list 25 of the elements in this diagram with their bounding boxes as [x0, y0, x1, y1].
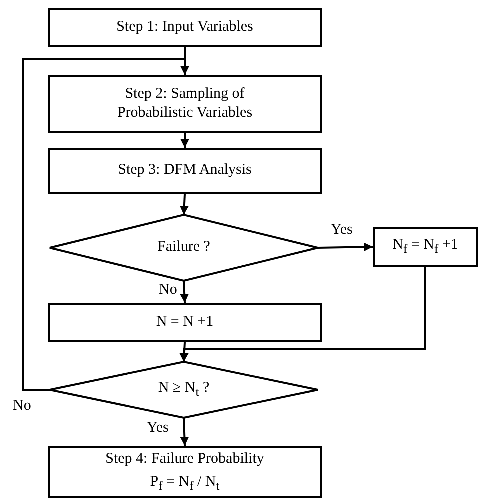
node-label: Step 1: Input Variables: [116, 18, 254, 37]
arrow: [180, 342, 189, 362]
arrow: [318, 242, 374, 252]
formula-text: P$_{f}$ = N$_{f}$ / N$_{t}$: [150, 473, 220, 494]
arrow: [180, 280, 190, 304]
process-box: [48, 75, 322, 133]
arrow: [180, 194, 189, 216]
decision-diamond: [50, 362, 318, 418]
process-box: [48, 8, 322, 47]
process-box: [48, 303, 322, 342]
node-label: Step 4: Failure Probability: [106, 450, 264, 469]
node-label: Failure ?: [158, 238, 210, 258]
process-box: [373, 227, 478, 267]
process-box: [48, 148, 322, 194]
node-label: N = N +1: [156, 312, 214, 332]
arrow: [180, 418, 190, 446]
node-label: N$_{f}$ = N$_{f}$ +1: [392, 236, 458, 258]
node-label: N ≥ N$_{t}$ ?: [158, 379, 210, 401]
node-label: Step 2: Sampling of Probabilistic Variables: [116, 84, 254, 123]
arrow: [180, 133, 190, 148]
arrow: [22, 58, 190, 391]
arrow: [180, 267, 426, 362]
process-box: [48, 446, 322, 498]
node-label: Step 3: DFM Analysis: [118, 161, 252, 180]
decision-diamond: [50, 215, 318, 281]
